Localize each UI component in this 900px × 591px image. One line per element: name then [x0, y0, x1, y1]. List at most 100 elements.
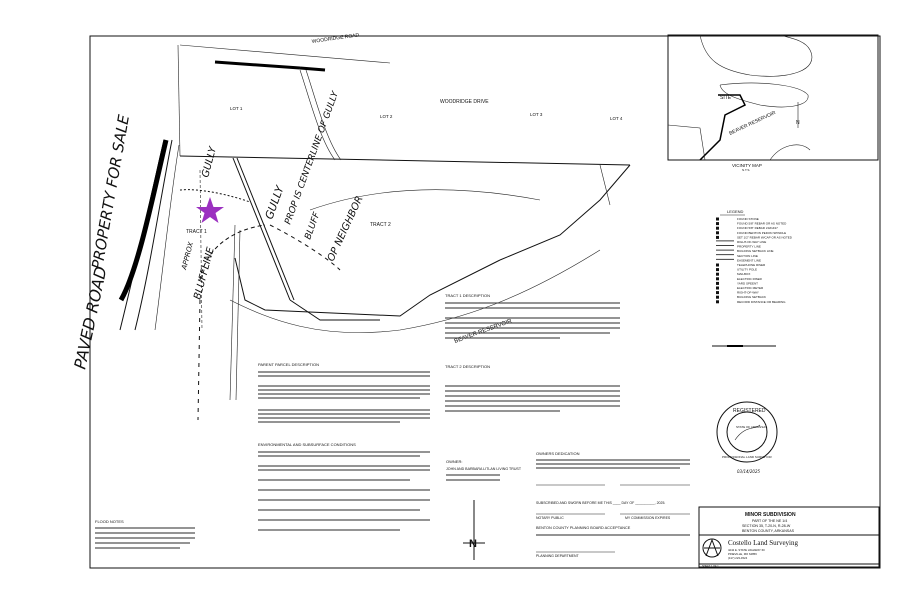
legend-item: PROPERTY LINE: [737, 245, 761, 249]
surveyor-seal: REGISTERED STATE OF ARKANSAS PROFESSIONA…: [716, 401, 778, 474]
vicinity-map-title: VICINITY MAP: [732, 163, 762, 168]
legend-symbol: [716, 263, 719, 267]
svg-text:PART OF THE NE 1/4: PART OF THE NE 1/4: [752, 519, 787, 523]
svg-text:JOHN AND BARBARA LITLAN LIVING: JOHN AND BARBARA LITLAN LIVING TRUST: [446, 467, 522, 471]
seal-date: 03/14/2025: [737, 469, 761, 474]
svg-text:REGISTERED: REGISTERED: [733, 408, 766, 414]
annotation-gully: GULLY: [200, 145, 219, 179]
north-arrow: N: [463, 500, 485, 560]
legend-symbol: [716, 240, 734, 242]
legend-symbol: [716, 277, 719, 281]
svg-text:PINEVILLE, MO 64856: PINEVILLE, MO 64856: [728, 552, 757, 556]
title-block: MINOR SUBDIVISION PART OF THE NE 1/4 SEC…: [698, 506, 880, 568]
legend-symbol: [716, 268, 719, 272]
owner-block: OWNER: JOHN AND BARBARA LITLAN LIVING TR…: [446, 459, 522, 481]
flood-notes: FLOOD NOTES: [95, 519, 195, 549]
bluffline: [199, 224, 266, 281]
svg-text:N.T.S.: N.T.S.: [742, 168, 750, 172]
svg-text:N: N: [796, 120, 800, 126]
legend-symbol: [716, 217, 719, 221]
label-tract-2: TRACT 2: [370, 222, 391, 228]
annotation-paved-road: PAVED ROAD: [70, 265, 110, 371]
legend-item: TELEPHONE RISER: [737, 263, 766, 267]
label-lot-1: LOT 1: [230, 106, 243, 111]
svg-text:PARENT PARCEL DESCRIPTION: PARENT PARCEL DESCRIPTION: [258, 362, 319, 367]
annotation-property-for-sale: PROPERTY FOR SALE: [88, 113, 133, 271]
legend-item: FOUND 5/8" REBAR OR AS NOTED: [737, 222, 787, 226]
legend-symbol: [716, 291, 719, 295]
legend-item: ELECTRIC RISER: [737, 277, 763, 281]
legend-item: EASEMENT LINE: [737, 258, 761, 262]
svg-text:N: N: [469, 538, 477, 550]
label-woodridge-drive: WOODRIDGE DRIVE: [440, 99, 489, 105]
svg-text:(417) 223-4524: (417) 223-4524: [728, 556, 748, 560]
svg-text:4242 E. STATE HIGHWAY 60: 4242 E. STATE HIGHWAY 60: [728, 548, 765, 552]
label-lot-3: LOT 3: [530, 112, 543, 117]
label-lot-2: LOT 2: [380, 114, 393, 119]
annotation-neighbor: OP NEIGHBOR: [326, 194, 366, 263]
svg-text:SECTION 35, T-20-N, R-28-W: SECTION 35, T-20-N, R-28-W: [742, 524, 791, 528]
svg-text:LEGEND: LEGEND: [727, 209, 744, 214]
legend-symbol: [716, 245, 734, 246]
legend-item: MAILBOX: [737, 272, 750, 276]
legend-item: BUILDING SETBACK: [737, 295, 766, 299]
legend-symbol: [716, 231, 719, 235]
svg-text:BENTON COUNTY PLANNING BOARD A: BENTON COUNTY PLANNING BOARD ACCEPTANCE: [536, 526, 631, 530]
legend-item: RIGHT-OF-WAY: [737, 291, 759, 295]
tract-descriptions: TRACT 1 DESCRIPTION TRACT 2 DESCRIPTION: [445, 293, 620, 412]
svg-text:TRACT 1 DESCRIPTION: TRACT 1 DESCRIPTION: [445, 293, 490, 298]
legend-symbol: [716, 281, 719, 285]
svg-text:PLANNING DEPARTMENT: PLANNING DEPARTMENT: [536, 554, 580, 558]
owners-dedication: OWNERS DEDICATION SUBSCRIBED AND SWORN B…: [536, 451, 690, 558]
legend-symbol: [716, 222, 719, 226]
legend-item: ELECTRIC METER: [737, 286, 764, 290]
label-woodridge-road: WOODRIDGE ROAD: [311, 32, 360, 45]
annotation-bluffline: BLUFFLINE: [192, 246, 217, 301]
title-minor-subdivision: MINOR SUBDIVISION: [745, 512, 796, 518]
company-name: Costello Land Surveying: [728, 539, 798, 547]
legend-symbol: [716, 272, 719, 276]
legend-symbol: [716, 258, 734, 260]
location-star-marker: [196, 197, 224, 223]
svg-text:NOTARY PUBLIC: NOTARY PUBLIC: [536, 516, 564, 520]
legend-item: SET 1/2" REBAR W/CAP OR AS NOTED: [737, 235, 793, 239]
legend-symbol: [716, 249, 734, 251]
annotation-gully-2: GULLY: [263, 183, 287, 221]
label-beaver-reservoir: BEAVER RESERVOIR: [454, 318, 514, 345]
legend-item: SECTION LINE: [737, 254, 758, 258]
svg-text:TRACT 2 DESCRIPTION: TRACT 2 DESCRIPTION: [445, 364, 490, 369]
vicinity-site-label: SITE: [720, 95, 732, 101]
annotation-approx: APPROX: [180, 241, 195, 271]
scale-bar: [712, 345, 776, 347]
legend-item: YARD SPEENT: [737, 281, 758, 285]
svg-text:OWNERS DEDICATION: OWNERS DEDICATION: [536, 451, 580, 456]
svg-text:MY COMMISSION EXPIRES: MY COMMISSION EXPIRES: [625, 516, 671, 520]
legend-item: UTILITY POLE: [737, 268, 757, 272]
legend-symbol: [716, 235, 719, 239]
legend-item: FOUND 5/8" REBAR LS#1437: [737, 226, 778, 230]
label-lot-4: LOT 4: [610, 116, 623, 121]
legend-symbol: [716, 226, 719, 230]
legend-symbol: [716, 300, 719, 304]
paved-road-lines: [118, 139, 180, 331]
svg-text:SUBSCRIBED AND SWORN BEFORE ME: SUBSCRIBED AND SWORN BEFORE ME THIS ____…: [536, 501, 665, 505]
annotation-bluff: BLUFF: [303, 210, 322, 241]
legend-symbol: [716, 286, 719, 290]
legend-item: RIGHT-OF-WAY LINE: [737, 240, 766, 244]
svg-text:OWNER:: OWNER:: [446, 459, 462, 464]
svg-text:PROFESSIONAL LAND SURVEYOR: PROFESSIONAL LAND SURVEYOR: [722, 455, 773, 459]
legend-item: FOUND BENTON PEDON SPINDLE: [737, 231, 786, 235]
label-tract-1: TRACT 1: [186, 229, 207, 235]
parent-parcel-description: PARENT PARCEL DESCRIPTION ENVIRONMENTAL …: [258, 362, 430, 531]
svg-text:STATE OF ARKANSAS: STATE OF ARKANSAS: [736, 425, 767, 429]
svg-text:ENVIRONMENTAL AND SUBSURFACE C: ENVIRONMENTAL AND SUBSURFACE CONDITIONS: [258, 442, 356, 447]
vicinity-reservoir-label: BEAVER RESERVOIR: [728, 110, 777, 137]
legend-item: FOUND STONE: [737, 217, 759, 221]
legend-symbol: [716, 295, 719, 299]
vicinity-map: SITE BEAVER RESERVOIR N VICINITY MAP N.T…: [667, 34, 879, 172]
property-lines: [177, 44, 631, 401]
sheet-border: [89, 35, 881, 569]
legend-item: BUILDING SETBACK LINE: [737, 249, 774, 253]
